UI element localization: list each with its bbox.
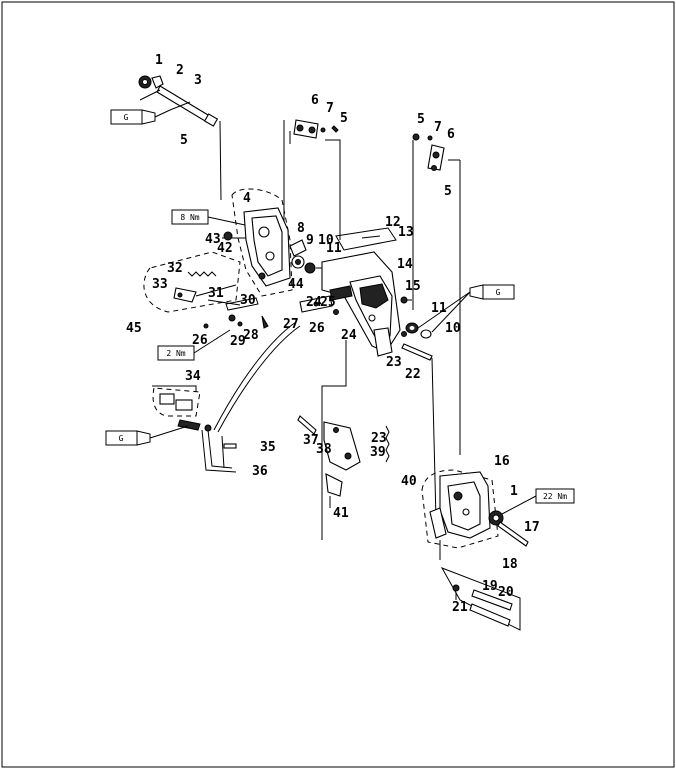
- callout-34: 34: [185, 369, 201, 384]
- part-shaft-3: [156, 85, 214, 125]
- callout-9: 9: [306, 233, 314, 248]
- callout-45: 45: [126, 321, 142, 336]
- callout-6: 6: [447, 127, 455, 142]
- torque-label-3: 22 Nm: [543, 492, 567, 501]
- callout-17: 17: [524, 520, 540, 535]
- callout-13: 13: [398, 225, 414, 240]
- callout-5: 5: [180, 133, 188, 148]
- callout-31: 31: [208, 286, 224, 301]
- callout-6: 6: [311, 93, 319, 108]
- callout-22: 22: [405, 367, 421, 382]
- linkage-rod-36: [201, 321, 301, 473]
- link-group-34: [105, 385, 201, 446]
- lubricant-label-1: G: [124, 113, 129, 122]
- part-spring-40: [385, 425, 390, 463]
- callout-24: 24: [341, 328, 357, 343]
- lever-group-45: [143, 251, 241, 313]
- lubricant-label-3: G: [119, 434, 124, 443]
- callout-40: 40: [401, 474, 417, 489]
- rod-22: [401, 343, 437, 521]
- callout-43: 43: [205, 232, 221, 247]
- callout-5: 5: [417, 112, 425, 127]
- torque-label-1: 8 Nm: [180, 213, 199, 222]
- callout-7: 7: [326, 101, 334, 116]
- callout-2: 2: [176, 63, 184, 78]
- callout-3: 3: [194, 73, 202, 88]
- callout-28: 28: [243, 328, 259, 343]
- callout-10: 10: [318, 233, 334, 248]
- bottom-right-parts: [440, 567, 521, 631]
- callout-38: 38: [316, 442, 332, 457]
- callout-41: 41: [333, 506, 349, 521]
- callout-11: 11: [326, 241, 342, 256]
- lubricant-label-2: G: [496, 288, 501, 297]
- callout-33: 33: [152, 277, 168, 292]
- callout-1: 1: [155, 53, 163, 68]
- callout-12: 12: [385, 215, 401, 230]
- housing-assembly-4: [171, 188, 293, 297]
- callout-35: 35: [260, 440, 276, 455]
- callout-24: 24: [306, 295, 322, 310]
- callout-4: 4: [243, 191, 251, 206]
- callout-10: 10: [445, 321, 461, 336]
- callout-26: 26: [309, 321, 325, 336]
- callout-19: 19: [482, 579, 498, 594]
- lower-housing-16: [421, 469, 575, 560]
- right-washers: [405, 284, 515, 339]
- central-housing-14: [299, 227, 412, 357]
- callout-44: 44: [288, 277, 304, 292]
- callout-11: 11: [431, 301, 447, 316]
- callout-23: 23: [371, 431, 387, 446]
- torque-label-2: 2 Nm: [166, 349, 185, 358]
- callout-23: 23: [386, 355, 402, 370]
- part-spring-32: [187, 271, 217, 277]
- callout-18: 18: [502, 557, 518, 572]
- callout-5: 5: [444, 184, 452, 199]
- callout-15: 15: [405, 279, 421, 294]
- callout-39: 39: [370, 445, 386, 460]
- callout-25: 25: [320, 295, 336, 310]
- callout-29: 29: [230, 334, 246, 349]
- callout-32: 32: [167, 261, 183, 276]
- callout-30: 30: [240, 293, 256, 308]
- callout-5: 5: [340, 111, 348, 126]
- bracket-group-top-center: [283, 119, 341, 240]
- callout-20: 20: [498, 585, 514, 600]
- callout-37: 37: [303, 433, 319, 448]
- bracket-group-top-right: [412, 133, 461, 455]
- callout-27: 27: [283, 317, 299, 332]
- callout-16: 16: [494, 454, 510, 469]
- callout-14: 14: [397, 257, 413, 272]
- callout-36: 36: [252, 464, 268, 479]
- callout-26: 26: [192, 333, 208, 348]
- part-washer-2: [151, 75, 164, 89]
- small-parts-center-left: [157, 297, 407, 361]
- shaft-group-top-left: [110, 75, 222, 201]
- callout-1: 1: [510, 484, 518, 499]
- callout-21: 21: [452, 600, 468, 615]
- callout-8: 8: [297, 221, 305, 236]
- lever-parts-8-11: [289, 239, 344, 274]
- callout-42: 42: [217, 241, 233, 256]
- lower-lever-group: [297, 340, 390, 540]
- callout-7: 7: [434, 120, 442, 135]
